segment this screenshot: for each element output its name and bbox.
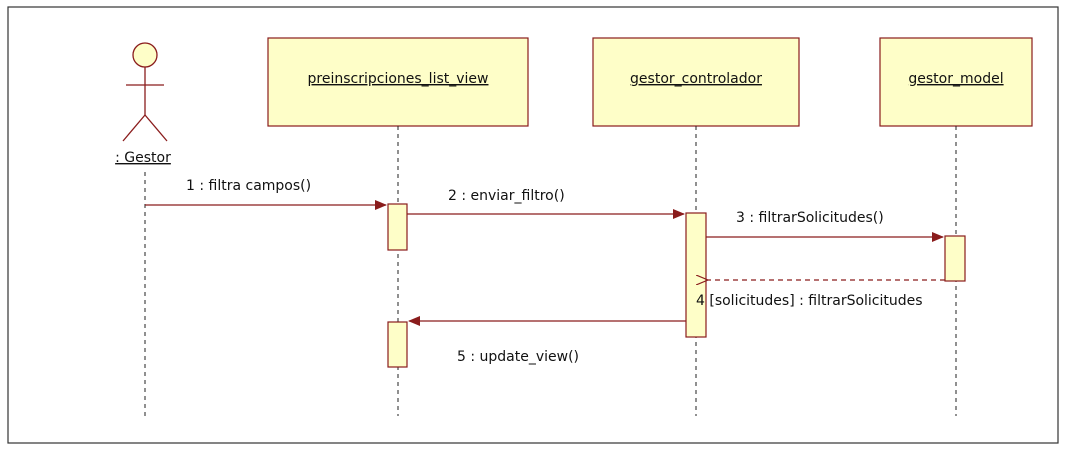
lifeline-head-label: gestor_controlador [630,71,762,87]
message-1: 1 : filtra campos() [145,178,387,210]
lifeline-head-label: preinscripciones_list_view [308,71,489,87]
activation-bar [387,321,408,368]
activation-bar [387,203,408,251]
lifeline-head-box [592,37,800,127]
lifeline-head-box [879,37,1033,127]
message-label: 5 : update_view() [457,349,579,365]
message-label: 2 : enviar_filtro() [448,188,565,204]
activation-bar [685,212,707,338]
message-label: 4 [solicitudes] : filtrarSolicitudes [696,293,923,309]
lifeline-head-box [267,37,529,127]
lifeline-gestor-model: gestor_model [879,37,1033,127]
activation-bar [944,235,966,282]
message-2: 2 : enviar_filtro() [407,188,685,219]
message-label: 3 : filtrarSolicitudes() [736,210,884,226]
actor-gestor: : Gestor [115,42,171,166]
stick-figure-icon [122,42,168,142]
actor-label: : Gestor [115,150,171,166]
message-5: 5 : update_view() [408,316,686,365]
message-3: 3 : filtrarSolicitudes() [706,210,944,242]
message-4-return: 4 [solicitudes] : filtrarSolicitudes [696,280,945,309]
message-label: 1 : filtra campos() [186,178,311,194]
lifeline-preinscripciones-list-view: preinscripciones_list_view [267,37,529,127]
lifeline-head-label: gestor_model [908,71,1003,87]
lifeline-gestor-controlador: gestor_controlador [592,37,800,127]
